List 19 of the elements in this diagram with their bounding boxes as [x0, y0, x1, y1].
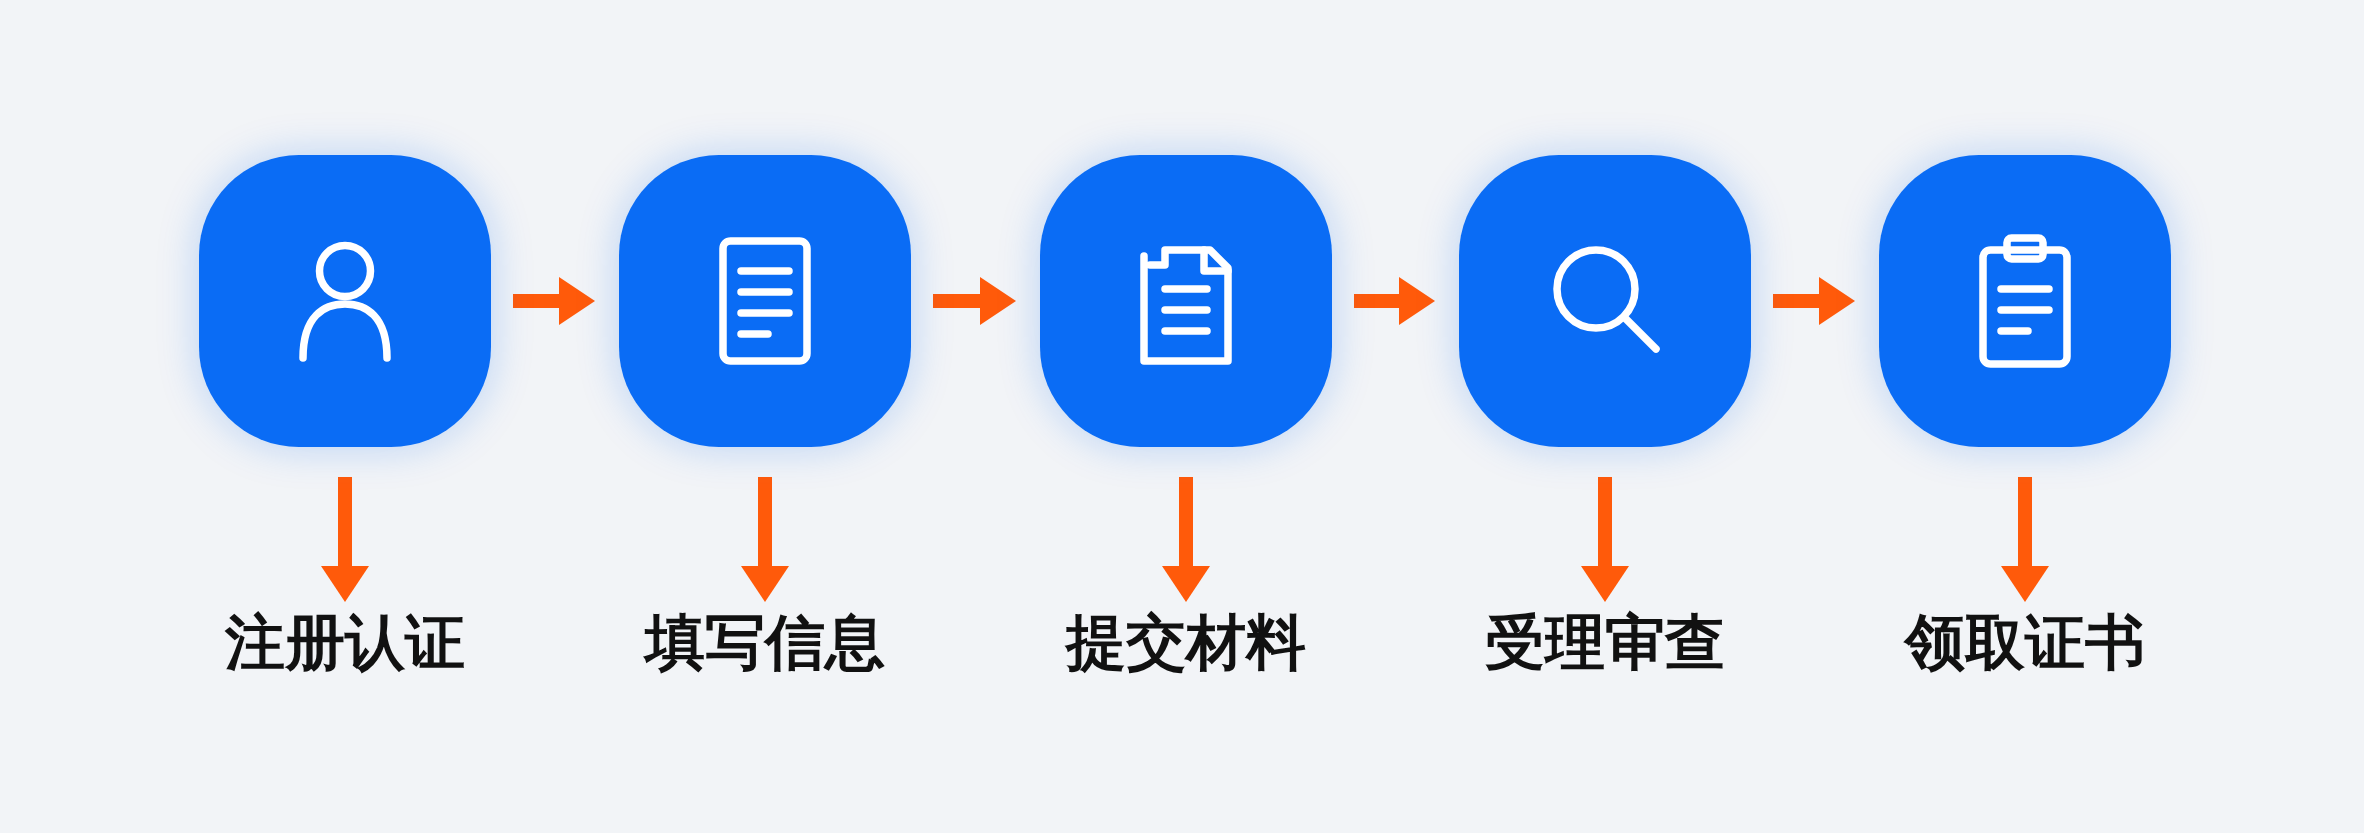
arrow [1162, 477, 1210, 602]
arrow [1354, 277, 1435, 325]
step-label: 领取证书 [1905, 612, 2145, 672]
arrow [1581, 477, 1629, 602]
arrow [513, 277, 595, 325]
rounded-tile [1459, 155, 1751, 447]
arrow [933, 277, 1016, 325]
step-label: 受理审查 [1485, 612, 1725, 672]
arrow [741, 477, 789, 602]
arrow [321, 477, 369, 602]
rounded-tile [1879, 155, 2171, 447]
rounded-tile [199, 155, 491, 447]
rounded-tile [1040, 155, 1332, 447]
arrow [2001, 477, 2049, 602]
arrow [1773, 277, 1855, 325]
step-label: 填写信息 [645, 612, 885, 672]
step-label: 注册认证 [225, 612, 465, 672]
step-label: 提交材料 [1066, 612, 1306, 672]
rounded-tile [619, 155, 911, 447]
